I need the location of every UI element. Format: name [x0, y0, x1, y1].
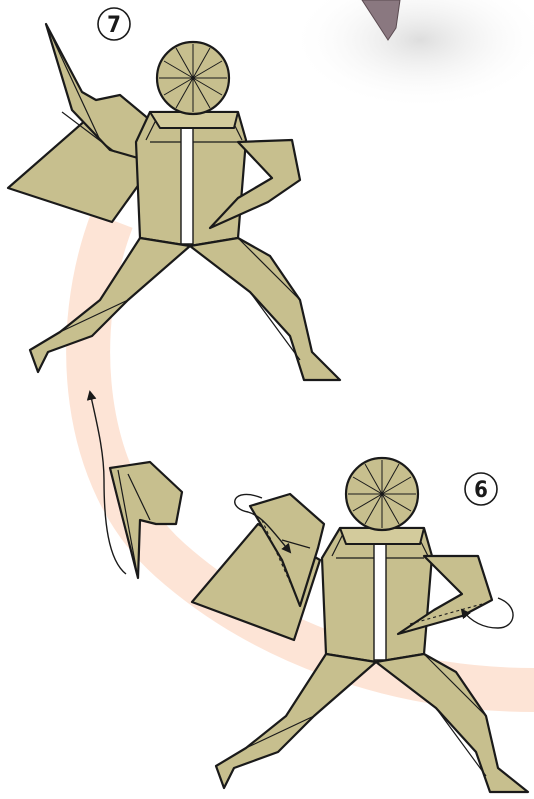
step-7-number: 7 — [107, 13, 121, 38]
corner-shadow — [290, 0, 534, 110]
step-7-badge: 7 — [98, 8, 130, 40]
step-6-number: 6 — [474, 478, 488, 503]
step-6-badge: 6 — [465, 473, 497, 505]
flow-ring — [88, 220, 534, 690]
step-7-figure — [8, 24, 340, 380]
